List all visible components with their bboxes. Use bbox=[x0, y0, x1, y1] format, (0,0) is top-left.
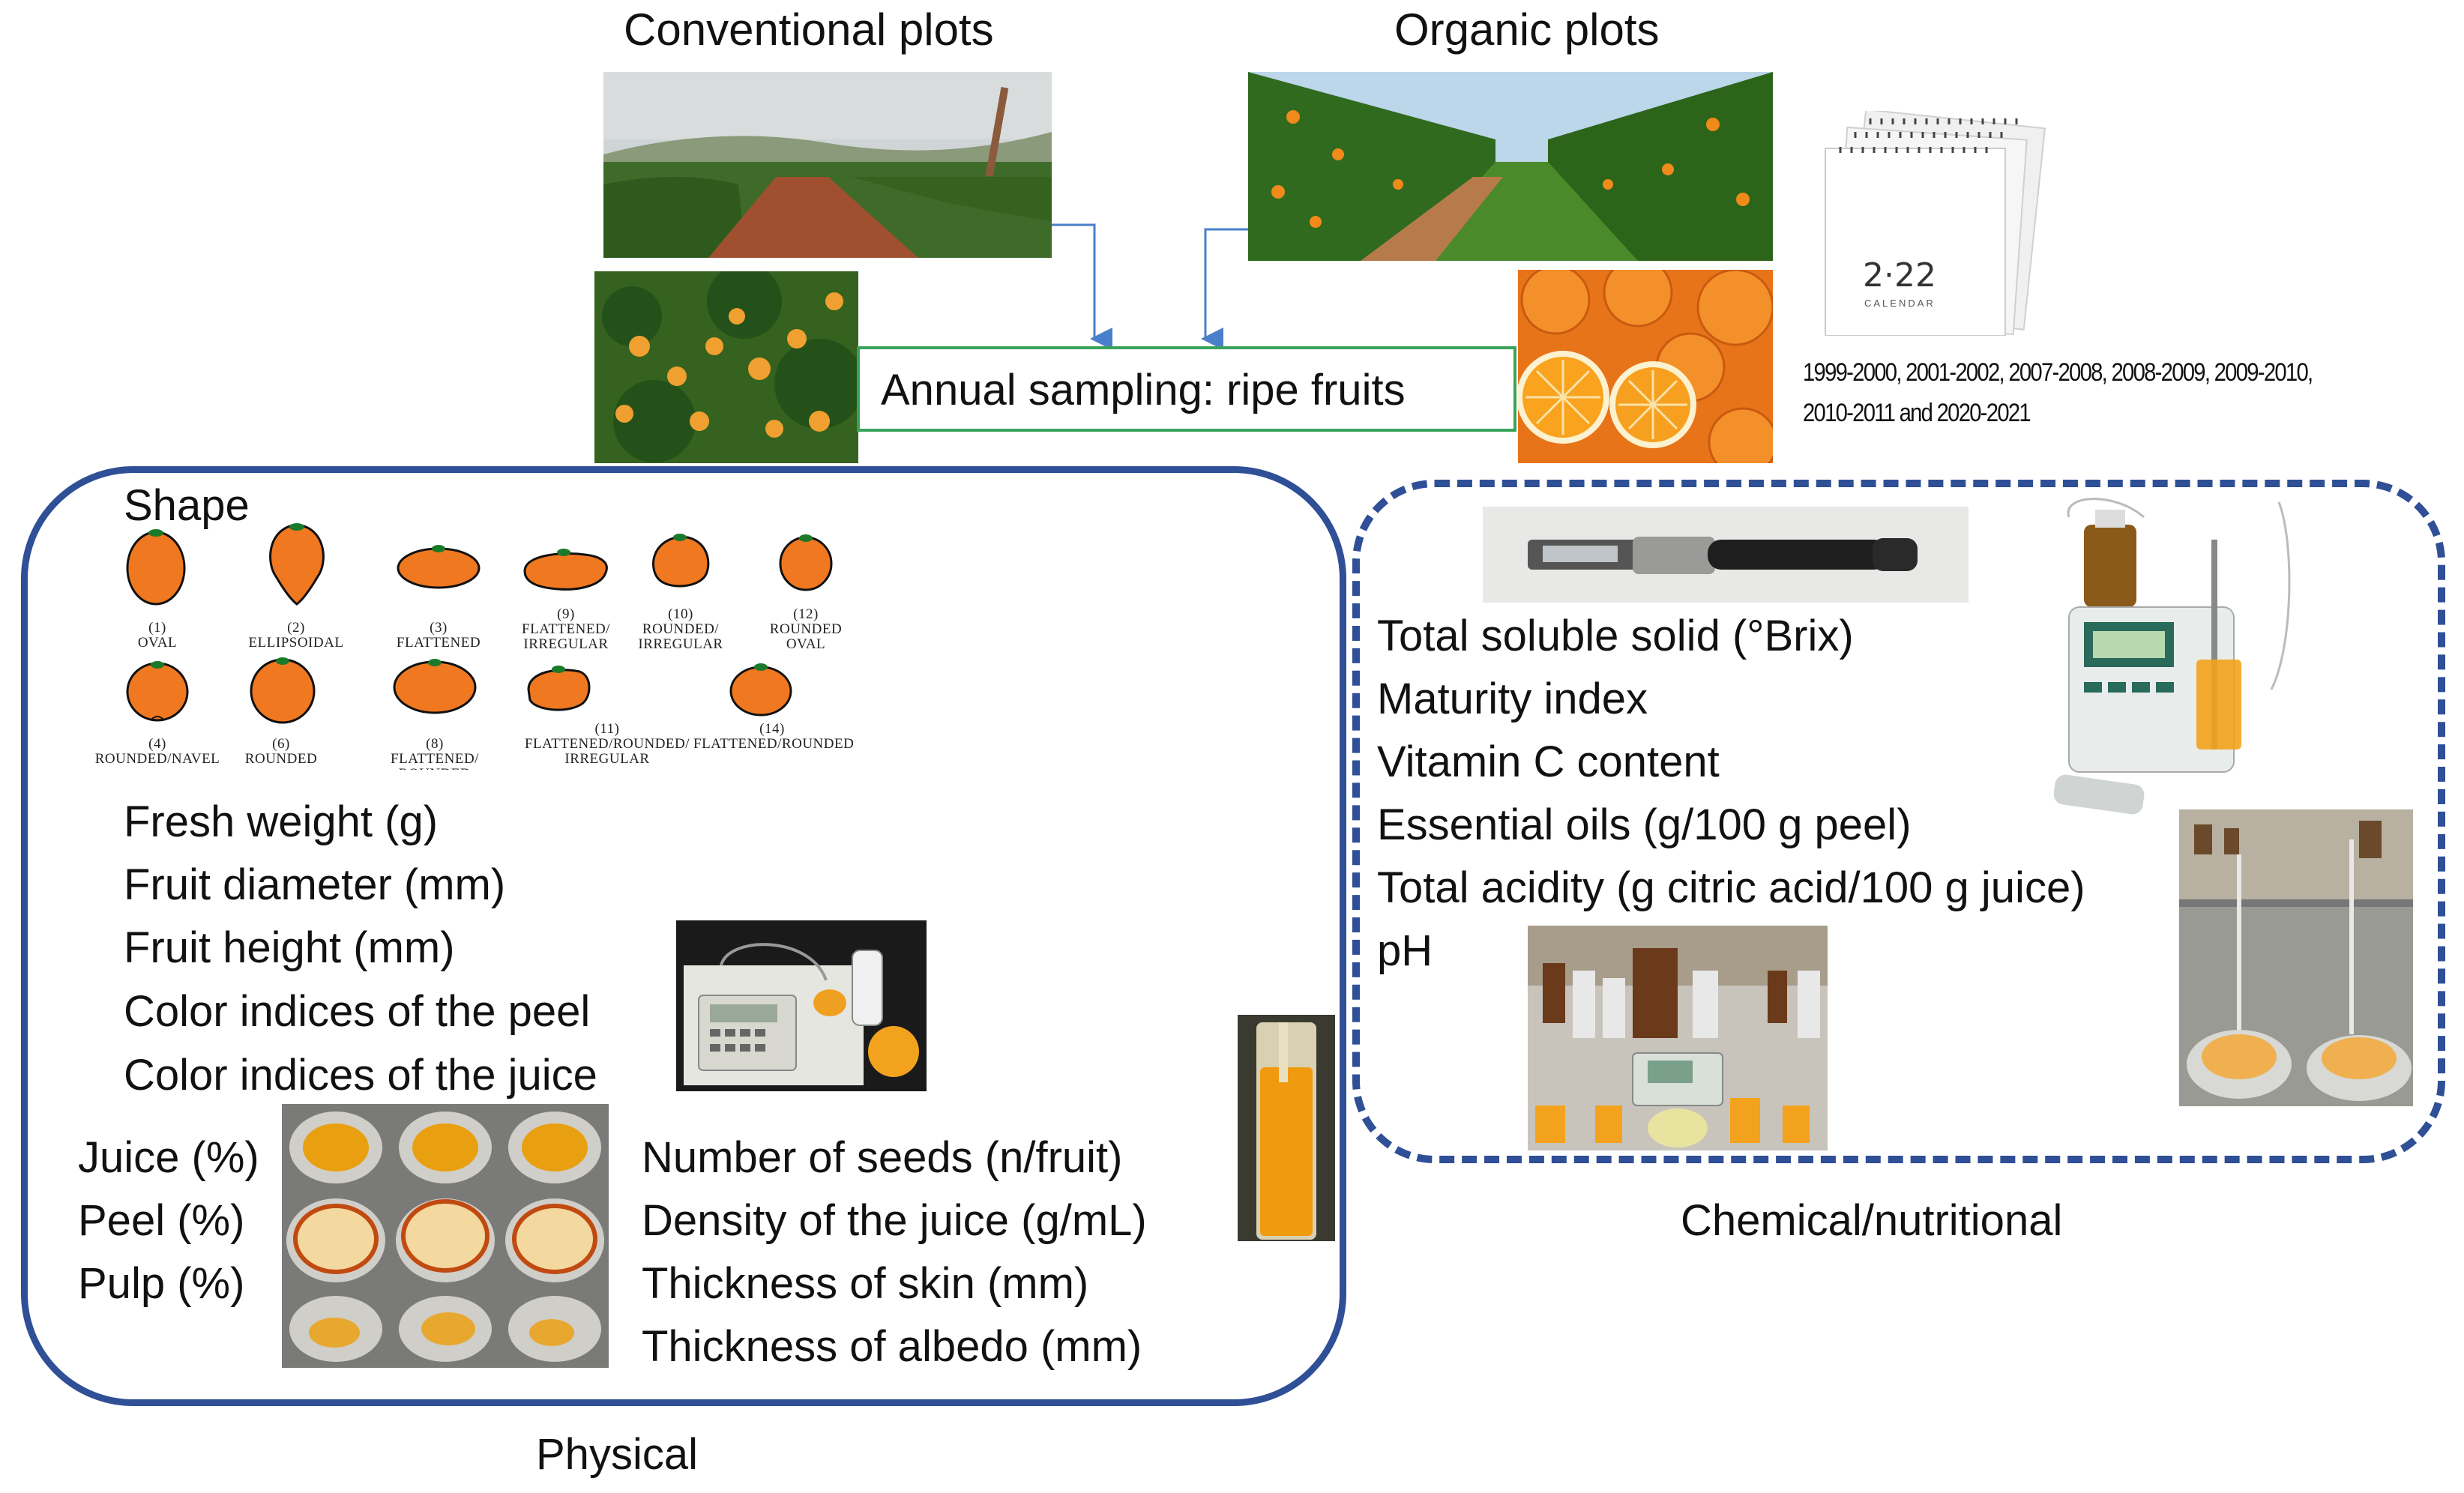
shape-rounded-navel bbox=[124, 656, 191, 727]
annual-sampling-box: Annual sampling: ripe fruits bbox=[857, 346, 1516, 432]
titrator-photo bbox=[2054, 495, 2316, 817]
chemical-caption: Chemical/nutritional bbox=[1681, 1196, 2063, 1245]
juice-cylinder-photo bbox=[1238, 1015, 1335, 1241]
juice-peel-pulp-photo bbox=[282, 1104, 609, 1368]
shape-label-num: (8) bbox=[426, 737, 444, 752]
param-vitamin-c: Vitamin C content bbox=[1377, 738, 1720, 786]
shape-rounded-irregular-icon bbox=[652, 534, 710, 588]
colorimeter-photo bbox=[676, 920, 927, 1091]
param-juice-density: Density of the juice (g/mL) bbox=[642, 1196, 1147, 1245]
shape-label-text: FLATTENED/ ROUNDED bbox=[391, 750, 479, 770]
param-color-peel: Color indices of the peel bbox=[124, 987, 591, 1036]
shape-ellipsoidal bbox=[261, 520, 333, 614]
shape-label-text: FLATTENED/ROUNDED bbox=[693, 735, 855, 752]
shape-flattened-rounded-2 bbox=[727, 660, 795, 722]
param-fruit-diameter: Fruit diameter (mm) bbox=[124, 860, 506, 909]
shape-label-text: ROUNDED/NAVEL bbox=[94, 750, 220, 767]
param-maturity-index: Maturity index bbox=[1377, 675, 1648, 723]
shape-label-text: OVAL bbox=[137, 634, 178, 651]
fruit-shapes: (1)OVAL (2)ELLIPSOIDAL (3)FLATTENED (9)F… bbox=[90, 523, 900, 779]
shape-flattened-rounded-icon bbox=[393, 659, 477, 714]
physical-box bbox=[21, 466, 1346, 1406]
shape-rounded-icon bbox=[250, 657, 316, 724]
shape-rounded-navel-icon bbox=[126, 661, 189, 722]
param-fresh-weight: Fresh weight (g) bbox=[124, 797, 439, 846]
calendar-year-text: 2·22 bbox=[1863, 256, 1936, 295]
param-peel-percent: Peel (%) bbox=[78, 1196, 245, 1245]
chemical-box bbox=[1352, 480, 2445, 1163]
ph-lab-photo bbox=[1528, 926, 1828, 1150]
shape-label-num: (4) bbox=[148, 736, 166, 752]
shape-oval-icon bbox=[126, 529, 186, 606]
param-total-acidity: Total acidity (g citric acid/100 g juice… bbox=[1377, 863, 2085, 912]
sampling-years-line-2: 2010-2011 and 2020-2021 bbox=[1803, 399, 2031, 428]
shape-flattened bbox=[394, 540, 484, 596]
shape-flattened-irregular-icon bbox=[523, 549, 608, 591]
conventional-arrow bbox=[1052, 223, 1112, 350]
shape-label-text: ROUNDED/ IRREGULAR bbox=[638, 621, 723, 652]
shape-flattened-rounded-2-icon bbox=[729, 663, 792, 717]
shape-rounded-oval-icon bbox=[779, 534, 833, 591]
param-juice-percent: Juice (%) bbox=[78, 1133, 259, 1182]
shape-rounded-irregular bbox=[646, 531, 714, 596]
param-total-soluble-solid: Total soluble solid (°Brix) bbox=[1377, 612, 1854, 660]
sampling-years-line-1: 1999-2000, 2001-2002, 2007-2008, 2008-20… bbox=[1803, 358, 2313, 387]
refractometer-photo bbox=[1483, 507, 1969, 603]
orange-tree-photo bbox=[594, 271, 858, 463]
organic-plots-title: Organic plots bbox=[1394, 4, 1660, 55]
param-number-seeds: Number of seeds (n/fruit) bbox=[642, 1133, 1123, 1182]
param-albedo-thickness: Thickness of albedo (mm) bbox=[642, 1322, 1142, 1371]
sampling-years: 1999-2000, 2001-2002, 2007-2008, 2008-20… bbox=[1803, 352, 2313, 434]
conventional-orchard-photo bbox=[603, 72, 1052, 258]
distillation-photo bbox=[2179, 809, 2413, 1106]
shape-label-num: (12) bbox=[793, 606, 819, 622]
shape-label-num: (1) bbox=[148, 620, 166, 636]
shape-label-num: (6) bbox=[272, 736, 290, 752]
shape-flattened-rounded-irregular-icon bbox=[527, 666, 591, 711]
param-skin-thickness: Thickness of skin (mm) bbox=[642, 1259, 1089, 1308]
shape-label-text: FLATTENED/ROUNDED/ IRREGULAR bbox=[524, 735, 690, 767]
shape-label-num: (2) bbox=[287, 620, 305, 636]
organic-orchard-photo bbox=[1248, 72, 1773, 261]
conventional-plots-title: Conventional plots bbox=[624, 4, 994, 55]
shape-label-text: ELLIPSOIDAL bbox=[248, 634, 344, 651]
shape-rounded-oval bbox=[776, 531, 836, 596]
shape-flattened-rounded bbox=[390, 656, 480, 720]
param-color-juice: Color indices of the juice bbox=[124, 1051, 597, 1100]
shape-label-text: FLATTENED bbox=[396, 634, 481, 651]
shape-flattened-irregular bbox=[517, 546, 615, 599]
shape-oval bbox=[120, 525, 192, 611]
shape-flattened-icon bbox=[397, 545, 481, 589]
shape-label-num: (9) bbox=[557, 606, 575, 622]
calendar-sub-text: CALENDAR bbox=[1864, 298, 1936, 309]
organic-arrow bbox=[1201, 228, 1248, 350]
shape-label-num: (3) bbox=[430, 620, 448, 636]
halved-oranges-photo bbox=[1518, 270, 1773, 463]
physical-caption: Physical bbox=[536, 1430, 698, 1479]
shape-ellipsoidal-icon bbox=[269, 523, 325, 606]
shape-rounded bbox=[247, 654, 318, 728]
param-pulp-percent: Pulp (%) bbox=[78, 1259, 245, 1308]
shape-label-text: FLATTENED/ IRREGULAR bbox=[522, 621, 610, 652]
shape-title: Shape bbox=[124, 481, 250, 530]
shape-label-num: (14) bbox=[759, 721, 785, 737]
param-ph: pH bbox=[1377, 926, 1433, 975]
calendar-2022-icon: 2·22 CALENDAR bbox=[1810, 109, 2065, 337]
param-fruit-height: Fruit height (mm) bbox=[124, 923, 455, 972]
param-essential-oils: Essential oils (g/100 g peel) bbox=[1377, 800, 1912, 849]
shape-label-text: ROUNDED bbox=[244, 750, 318, 767]
shape-flattened-rounded-irregular bbox=[521, 661, 596, 719]
shape-label-num: (10) bbox=[668, 606, 693, 622]
annual-sampling-label: Annual sampling: ripe fruits bbox=[881, 366, 1406, 414]
shape-label-text: ROUNDED OVAL bbox=[769, 621, 843, 652]
shape-label-num: (11) bbox=[594, 721, 620, 737]
